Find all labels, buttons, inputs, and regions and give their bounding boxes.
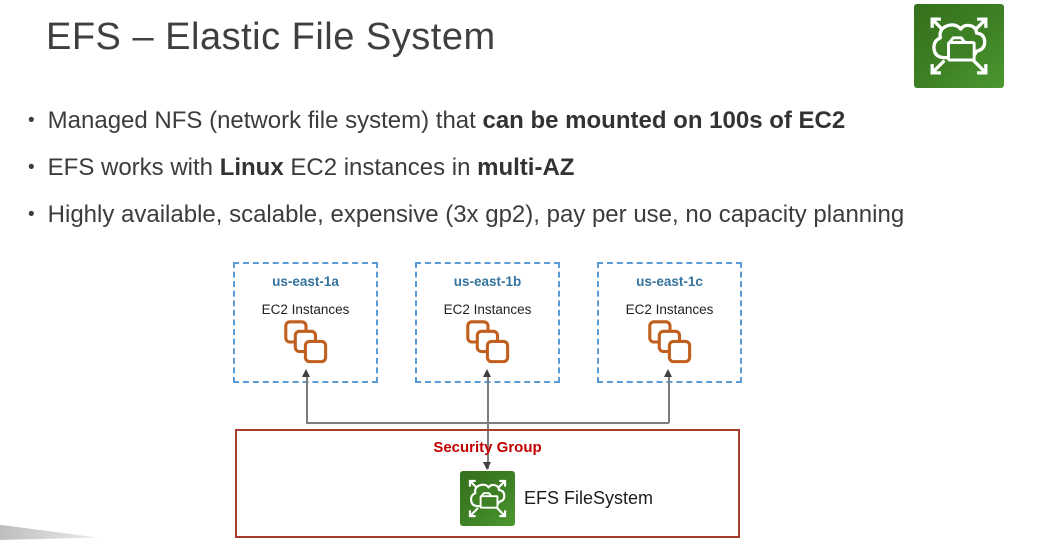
bullet-item: • Highly available, scalable, expensive (…	[28, 191, 904, 238]
arrowhead-up-icon	[664, 369, 672, 377]
bullet-marker: •	[28, 204, 35, 225]
arrowhead-up-icon	[302, 369, 310, 377]
ec2-instances-icon	[647, 320, 691, 364]
security-group-box: Security Group	[235, 429, 740, 538]
bullet-text-bold: Linux	[219, 154, 284, 181]
corner-decoration	[0, 524, 97, 540]
ec2-instances-label: EC2 Instances	[261, 302, 350, 317]
bullet-text: Highly available, scalable, expensive (3…	[47, 201, 905, 228]
availability-zone-box-us-east-1b: us-east-1b EC2 Instances	[415, 262, 560, 383]
availability-zone-box-us-east-1a: us-east-1a EC2 Instances	[233, 262, 378, 383]
bullet-list: •Managed NFS (network file system) that …	[28, 97, 904, 238]
bullet-marker: •	[28, 110, 35, 131]
bullet-item: •Managed NFS (network file system) that …	[28, 97, 904, 144]
az-name-label: us-east-1c	[636, 274, 703, 289]
connector-line-horizontal	[306, 422, 669, 424]
connector-line-left	[306, 377, 308, 423]
efs-filesystem-icon	[460, 471, 515, 526]
page-title: EFS – Elastic File System	[46, 16, 496, 58]
bullet-text-bold: multi-AZ	[477, 154, 575, 181]
bullet-text-bold: can be mounted on 100s of EC2	[482, 107, 846, 134]
bullet-text: EFS works with	[47, 154, 220, 181]
bullet-text: EC2 instances in	[283, 154, 478, 181]
ec2-instances-label: EC2 Instances	[625, 302, 714, 317]
az-name-label: us-east-1a	[272, 274, 339, 289]
bullet-text: Managed NFS (network file system) that	[47, 107, 483, 134]
az-name-label: us-east-1b	[453, 274, 522, 289]
availability-zone-box-us-east-1c: us-east-1c EC2 Instances	[597, 262, 742, 383]
ec2-instances-label: EC2 Instances	[443, 302, 532, 317]
efs-filesystem-label: EFS FileSystem	[524, 488, 654, 508]
connector-line-right	[668, 377, 670, 423]
security-group-label: Security Group	[433, 439, 542, 456]
bullet-marker: •	[28, 157, 35, 178]
arrowhead-up-icon	[483, 369, 491, 377]
arrowhead-down-icon	[483, 462, 491, 470]
efs-service-icon	[914, 4, 1004, 88]
ec2-instances-icon	[465, 320, 509, 364]
ec2-instances-icon	[283, 320, 327, 364]
bullet-item: • EFS works with Linux EC2 instances in m…	[28, 144, 904, 191]
